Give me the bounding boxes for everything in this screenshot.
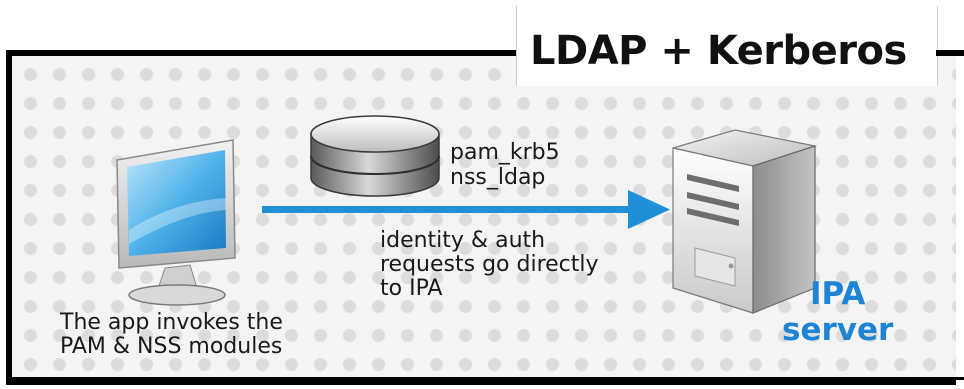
client-caption-line1: The app invokes the [60, 310, 283, 335]
modules-label-line2: nss_ldap [450, 165, 546, 190]
modules-label-line1: pam_krb5 [450, 140, 560, 165]
server-label-line2: server [782, 312, 894, 348]
request-caption-line2: requests go directly [380, 252, 599, 277]
request-caption-line1: identity & auth [380, 228, 546, 253]
database-disk-icon [310, 115, 440, 197]
diagram-title: LDAP + Kerberos [530, 28, 907, 74]
computer-monitor-icon [116, 139, 236, 306]
title-box [516, 6, 938, 86]
request-arrow [262, 190, 670, 229]
client-caption-line2: PAM & NSS modules [60, 334, 283, 359]
server-label-line1: IPA [809, 276, 866, 312]
server-tower-icon [672, 129, 818, 314]
frame-bottom-rule [6, 377, 964, 380]
server-label: IPA server [782, 276, 893, 348]
title-rule [936, 50, 964, 56]
request-caption-line3: to IPA [380, 276, 443, 301]
